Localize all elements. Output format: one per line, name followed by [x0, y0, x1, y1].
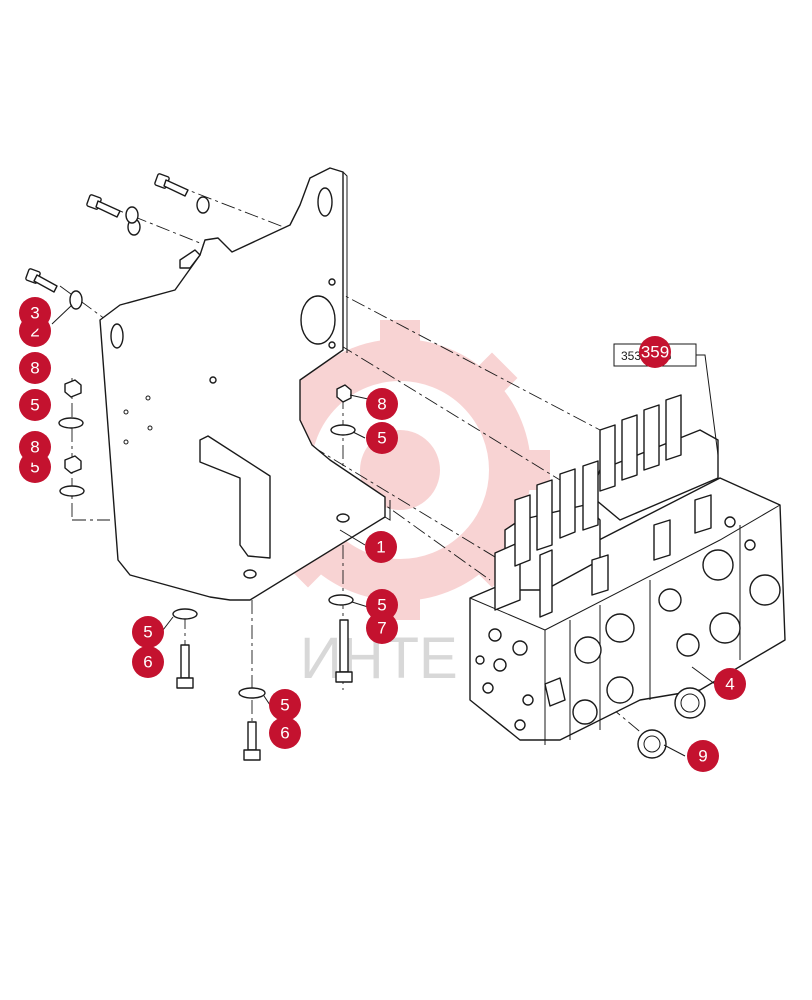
callout-label: 6	[280, 724, 289, 743]
callout-label: 9	[698, 747, 707, 766]
callout-8-a: 8	[19, 352, 51, 384]
mounting-bracket	[99, 167, 391, 601]
callout-label: 6	[143, 653, 152, 672]
callout-5-f: 5	[269, 689, 301, 721]
callout-label: 5	[280, 696, 289, 715]
callout-label: 359	[641, 343, 669, 362]
callout-5-c: 5	[366, 422, 398, 454]
bolt-3	[25, 268, 58, 293]
callout-9: 9	[687, 740, 719, 772]
callout-4: 4	[714, 668, 746, 700]
bolt-top-1	[154, 173, 189, 197]
callout-8-c: 8	[366, 388, 398, 420]
callout-6-b: 6	[269, 717, 301, 749]
callout-label: 5	[30, 396, 39, 415]
callout-label: 5	[377, 429, 386, 448]
callout-label: 5	[143, 623, 152, 642]
callout-label: 8	[30, 359, 39, 378]
callout-5-e: 5	[132, 616, 164, 648]
callout-label: 2	[30, 322, 39, 341]
callout-label: 8	[377, 395, 386, 414]
callout-1: 1	[365, 531, 397, 563]
callout-label: 5	[30, 458, 39, 477]
callout-5-a: 5	[19, 389, 51, 421]
callout-label: 3	[30, 304, 39, 323]
callout-label: 8	[30, 438, 39, 457]
control-valve-block	[469, 394, 786, 759]
callout-label: 1	[376, 538, 385, 557]
hardware	[25, 173, 356, 761]
callout-label: 5	[377, 596, 386, 615]
callout-label: 7	[377, 619, 386, 638]
bolt-top-2	[86, 194, 121, 218]
callout-8-b: 8	[19, 431, 51, 463]
callout-5-d: 5	[366, 589, 398, 621]
callout-359: 359	[639, 336, 671, 368]
callout-3: 3	[19, 297, 51, 329]
callout-7: 7	[366, 612, 398, 644]
callout-6-a: 6	[132, 646, 164, 678]
callout-label: 4	[725, 675, 734, 694]
